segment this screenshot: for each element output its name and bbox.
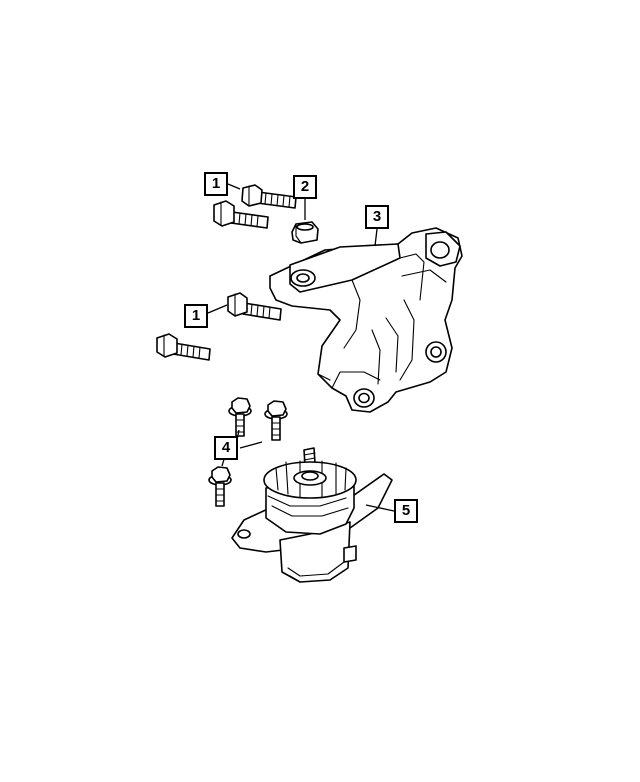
callout-1-upper: 1 xyxy=(204,172,228,196)
bracket-3 xyxy=(269,227,463,413)
bolt-1-lower-b xyxy=(156,333,211,361)
bolt-4-a xyxy=(228,397,252,437)
leader-1a xyxy=(227,183,241,190)
callout-4: 4 xyxy=(214,436,238,460)
bolt-1-upper-a xyxy=(241,184,297,209)
leader-1b xyxy=(207,304,228,314)
callout-1-lower: 1 xyxy=(184,304,208,328)
bolt-1-lower-a xyxy=(227,292,282,321)
callout-2: 2 xyxy=(293,175,317,199)
mount-5 xyxy=(231,447,393,583)
leader-3 xyxy=(374,228,378,247)
nut-2 xyxy=(291,221,319,244)
bolt-4-b xyxy=(264,400,288,441)
leader-4b xyxy=(239,441,263,449)
bolt-4-c xyxy=(208,466,232,507)
leader-5 xyxy=(365,504,395,512)
callout-5: 5 xyxy=(394,499,418,523)
bolt-1-upper-b xyxy=(213,200,269,229)
callout-3: 3 xyxy=(365,205,389,229)
